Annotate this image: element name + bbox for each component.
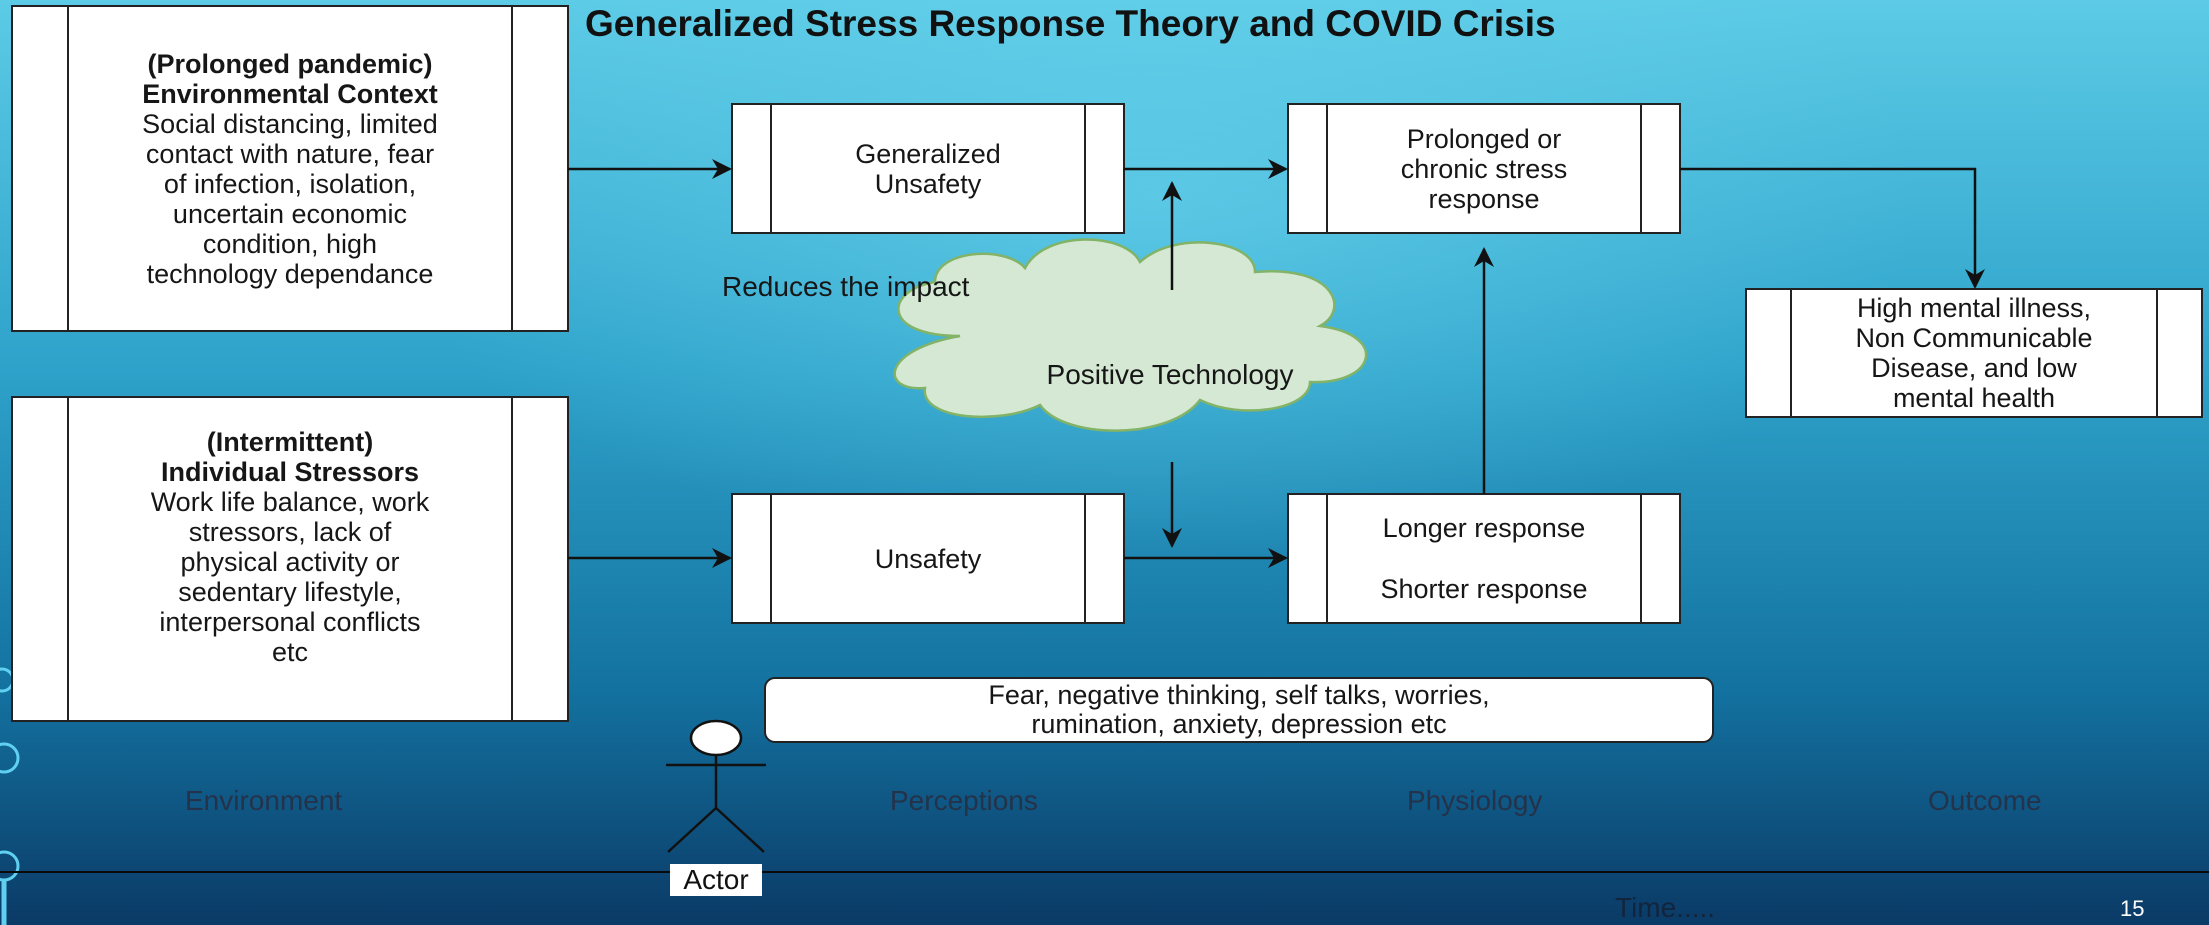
perception-note-box xyxy=(764,677,1714,743)
stressors-heading-1: (Intermittent) xyxy=(206,427,374,457)
shorter-response-label: Shorter response xyxy=(1380,574,1588,604)
chronic-stress-label: Prolonged or chronic stress response xyxy=(1400,123,1568,214)
positive-technology-label: Positive Technology xyxy=(1046,359,1294,390)
outcome-label: High mental illness, Non Communicable Di… xyxy=(1855,293,2093,413)
unsafety-box xyxy=(731,493,1125,624)
stressors-body: Work life balance, work stressors, lack … xyxy=(150,487,430,667)
environment-heading-2: Environmental Context xyxy=(142,78,438,109)
response-duration-box xyxy=(1287,493,1681,624)
positive-technology-cloud xyxy=(893,238,1368,432)
environment-context-text: (Prolonged pandemic) Environmental Conte… xyxy=(68,6,512,331)
diagram-title: Generalized Stress Response Theory and C… xyxy=(585,3,1556,44)
time-label: Time..... xyxy=(1615,892,1716,923)
stressors-heading-2: Individual Stressors xyxy=(160,457,420,487)
generalized-unsafety-box xyxy=(731,103,1125,234)
longer-response-label: Longer response xyxy=(1382,513,1586,543)
decor-circle-3 xyxy=(0,850,20,882)
outcome-box xyxy=(1745,288,2203,418)
actor-label: Actor xyxy=(670,864,762,896)
arrow-chronic-to-outcome xyxy=(1680,167,1985,289)
perception-note-text: Fear, negative thinking, self talks, wor… xyxy=(988,680,1490,739)
lane-label-outcome: Outcome xyxy=(1928,785,2042,816)
generalized-unsafety-label: Generalized Unsafety xyxy=(855,138,1001,199)
lane-label-perceptions: Perceptions xyxy=(890,785,1038,816)
lane-label-physiology: Physiology xyxy=(1407,785,1543,816)
lane-label-environment: Environment xyxy=(185,785,343,816)
unsafety-label: Unsafety xyxy=(874,543,982,574)
individual-stressors-box xyxy=(11,396,569,722)
decor-circle-2 xyxy=(0,742,20,774)
environment-context-box xyxy=(11,5,569,332)
reduces-impact-label: Reduces the impact xyxy=(722,271,970,302)
actor-figure-icon xyxy=(666,719,766,853)
individual-stressors-text: (Intermittent) Individual Stressors Work… xyxy=(68,397,512,721)
environment-heading-1: (Prolonged pandemic) xyxy=(147,48,433,79)
page-number: 15 xyxy=(2120,896,2145,921)
chronic-stress-box xyxy=(1287,103,1681,234)
environment-body: Social distancing, limited contact with … xyxy=(142,108,438,289)
